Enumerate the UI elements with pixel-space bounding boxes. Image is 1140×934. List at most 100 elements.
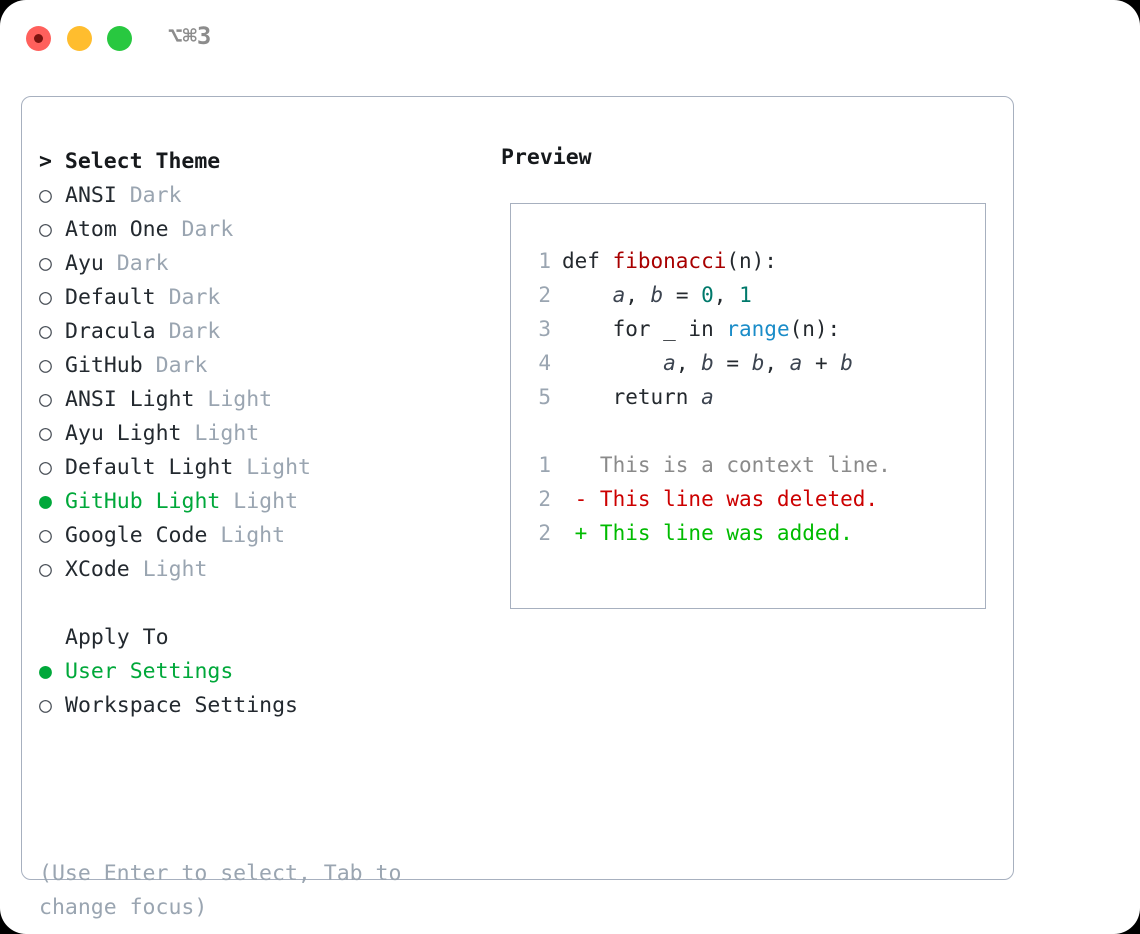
apply-to-heading: ○Apply To — [39, 621, 479, 655]
select-theme-heading: > Select Theme — [39, 149, 221, 174]
apply-to-item[interactable]: ● User Settings — [39, 655, 479, 689]
line-number: 3 — [538, 317, 551, 341]
theme-variant-badge: Light — [246, 455, 311, 480]
code-token: 0 — [701, 283, 714, 307]
radio-unselected-icon: ○ — [39, 251, 52, 276]
theme-picker-panel: > Select Theme ○ANSI Dark○Atom One Dark○… — [21, 96, 1014, 920]
code-token — [562, 351, 663, 375]
theme-list-item[interactable]: ●GitHub Light Light — [39, 485, 479, 519]
code-token: a — [701, 385, 714, 409]
keyboard-shortcut-label: ⌥⌘3 — [168, 22, 212, 50]
theme-name: Ayu — [65, 251, 104, 276]
radio-unselected-icon: ○ — [39, 421, 52, 446]
theme-variant-badge: Dark — [116, 251, 169, 276]
code-token: (n): — [789, 317, 841, 341]
radio-selected-icon: ● — [39, 659, 52, 684]
theme-name: GitHub Light — [65, 489, 221, 514]
code-token: fibonacci — [612, 249, 727, 273]
line-number: 5 — [538, 385, 551, 409]
line-number: 2 — [538, 283, 551, 307]
theme-name: XCode — [65, 557, 130, 582]
theme-variant-badge: Dark — [168, 319, 221, 344]
line-number: 2 — [538, 521, 551, 545]
code-line: 2 + This line was added. — [529, 516, 891, 550]
apply-to-list[interactable]: ● User Settings ○ Workspace Settings — [39, 655, 479, 723]
theme-variant-badge: Dark — [168, 285, 221, 310]
code-line: 1 This is a context line. — [529, 448, 890, 482]
theme-name: GitHub — [65, 353, 143, 378]
radio-unselected-icon: ○ — [39, 557, 52, 582]
radio-unselected-icon: ○ — [39, 387, 52, 412]
radio-unselected-icon: ○ — [39, 285, 52, 310]
code-token: 1 — [739, 283, 752, 307]
code-token: b — [751, 351, 765, 375]
code-token: a — [663, 351, 676, 375]
code-token: , — [675, 351, 702, 375]
radio-unselected-icon: ○ — [39, 183, 52, 208]
line-number: 4 — [538, 351, 551, 375]
theme-variant-badge: Light — [142, 557, 208, 582]
theme-name: Google Code — [65, 523, 208, 548]
theme-list-item[interactable]: ○ Ayu Dark — [39, 247, 479, 281]
code-token: + This line was added. — [562, 521, 853, 545]
code-token: , — [625, 283, 651, 307]
apply-to-label: User Settings — [65, 659, 234, 684]
code-token: = — [663, 283, 702, 307]
theme-variant-badge: Light — [220, 523, 286, 548]
apply-to-heading-label: Apply To — [65, 625, 169, 650]
theme-list-item[interactable]: ○ ANSI Light Light — [39, 383, 479, 417]
theme-list-item[interactable]: ○ GitHub Dark — [39, 349, 479, 383]
theme-name: ANSI Light — [65, 387, 195, 412]
code-token: , — [713, 283, 740, 307]
code-token: a — [612, 283, 626, 307]
line-number: 2 — [538, 487, 551, 511]
radio-unselected-icon: ○ — [39, 319, 52, 344]
apply-to-label: Workspace Settings — [65, 693, 298, 718]
theme-list-item[interactable]: ○Google Code Light — [39, 519, 479, 553]
code-token: - This line was deleted. — [562, 487, 879, 511]
code-token: return — [562, 385, 702, 409]
code-token: def — [562, 249, 613, 273]
code-token: for _ in — [562, 317, 727, 341]
theme-variant-badge: Dark — [155, 353, 208, 378]
code-token: b — [650, 283, 664, 307]
theme-list-item[interactable]: ○ Atom One Dark — [39, 213, 479, 247]
theme-variant-badge: Light — [207, 387, 273, 412]
close-icon — [34, 34, 43, 43]
theme-name: Ayu Light — [65, 421, 182, 446]
code-line: 3 for _ in range(n): — [529, 312, 891, 346]
code-line — [529, 414, 891, 448]
theme-name: Dracula — [65, 319, 156, 344]
code-token: = — [713, 351, 752, 375]
theme-variant-badge: Dark — [181, 217, 234, 242]
theme-list-item[interactable]: ○ XCode Light — [39, 553, 479, 587]
code-line: 2 - This line was deleted. — [529, 482, 891, 516]
radio-unselected-icon: ○ — [39, 353, 52, 378]
theme-list-item[interactable]: ○Default Light Light — [39, 451, 479, 485]
line-number: 1 — [538, 453, 551, 477]
code-line: 4 a, b = b, a + b — [529, 346, 891, 380]
theme-list-item[interactable]: ○Ayu Light Light — [39, 417, 479, 451]
theme-variant-badge: Dark — [129, 183, 182, 208]
radio-unselected-icon: ○ — [39, 217, 52, 242]
theme-list-item[interactable]: ○ Dracula Dark — [39, 315, 479, 349]
title-bar: ⌥⌘3 — [0, 0, 1140, 78]
maximize-window-button[interactable] — [107, 26, 132, 51]
apply-to-item[interactable]: ○ Workspace Settings — [39, 689, 479, 723]
theme-list[interactable]: ○ANSI Dark○Atom One Dark○Ayu Dark○Defaul… — [39, 179, 479, 587]
line-number: 1 — [538, 249, 551, 273]
theme-name: Atom One — [65, 217, 169, 242]
code-token: range — [726, 317, 790, 341]
code-token: b — [701, 351, 714, 375]
theme-list-item[interactable]: ○ANSI Dark — [39, 179, 479, 213]
minimize-window-button[interactable] — [67, 26, 92, 51]
theme-name: Default Light — [65, 455, 234, 480]
radio-unselected-icon: ○ — [39, 693, 52, 718]
theme-list-item[interactable]: ○Default Dark — [39, 281, 479, 315]
code-line: 5 return a — [529, 380, 891, 414]
keyboard-hint-text: (Use Enter to select, Tab to change focu… — [39, 861, 402, 920]
preview-heading: Preview — [501, 145, 592, 170]
code-line: 2 a, b = 0, 1 — [529, 278, 891, 312]
